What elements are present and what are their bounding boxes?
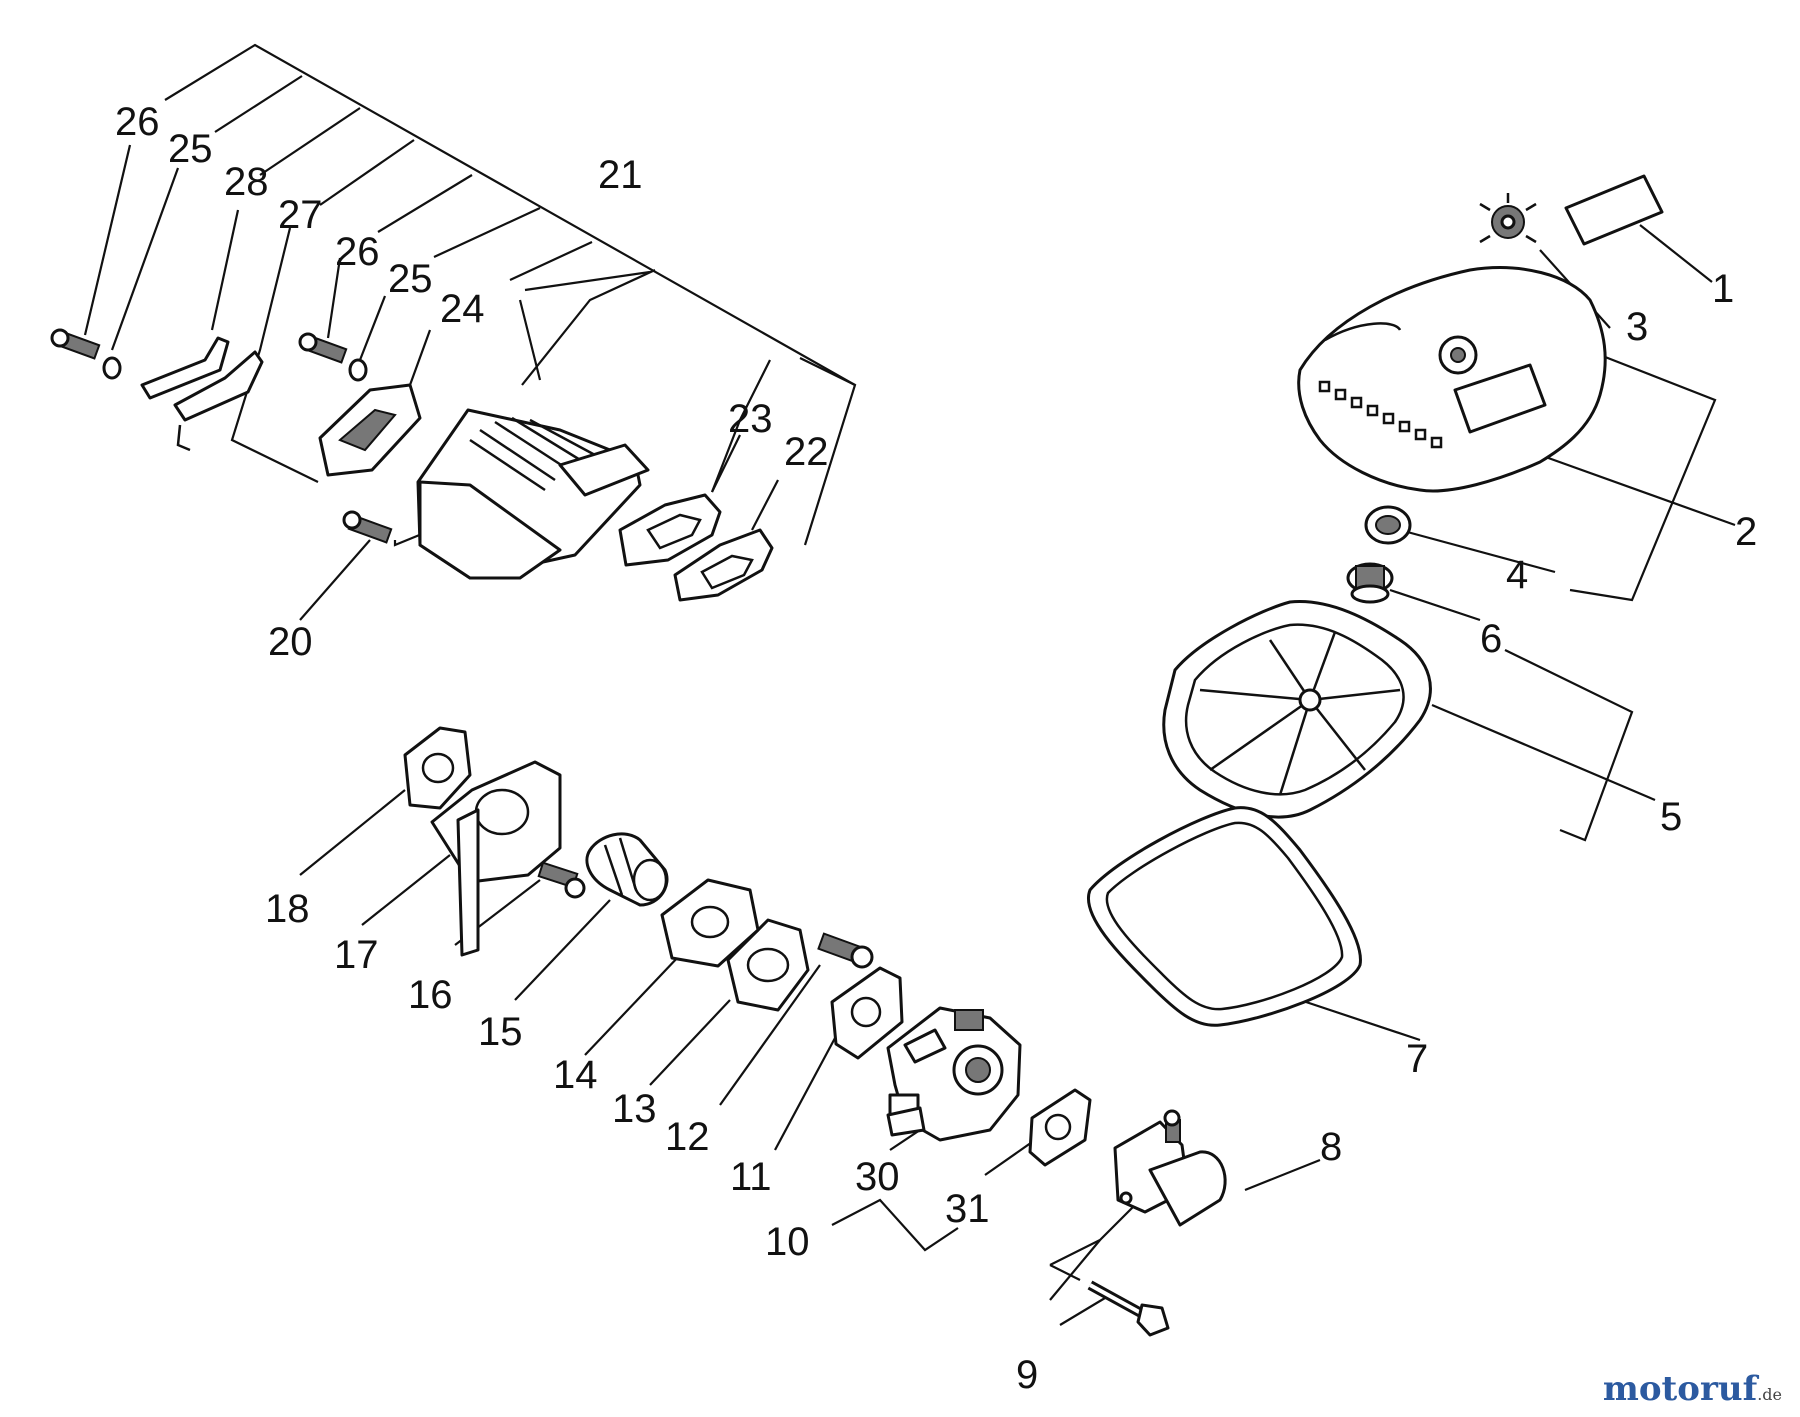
callout-15: 15 [478, 1010, 523, 1054]
grommet-part [1346, 562, 1394, 604]
bolt-20-part [342, 510, 393, 544]
callout-20: 20 [268, 620, 313, 664]
screw-16-part [537, 861, 586, 899]
adapter-part [430, 760, 562, 957]
gasket-14-part [660, 878, 760, 968]
callout-25a: 25 [168, 127, 213, 171]
knob-part [1479, 193, 1537, 244]
gasket-23-part [618, 493, 722, 567]
gasket-11-part [830, 966, 904, 1060]
callout-17: 17 [334, 933, 379, 977]
callout-26a: 26 [115, 100, 160, 144]
callout-1: 1 [1712, 267, 1734, 311]
callout-18: 18 [265, 887, 310, 931]
gasket-22-part [673, 528, 774, 602]
air-filter-cover-part [1297, 266, 1607, 493]
callout-numbers: 1 2 3 4 5 6 7 8 9 10 11 12 13 14 15 16 1… [115, 100, 1757, 1397]
watermark-tld: .de [1757, 1385, 1782, 1404]
air-filter-part [1162, 600, 1432, 819]
callout-28: 28 [224, 160, 269, 204]
callout-3: 3 [1626, 305, 1648, 349]
callout-27: 27 [278, 193, 323, 237]
carb-gasket-part [1028, 1088, 1092, 1167]
callout-2: 2 [1735, 510, 1757, 554]
clip-part [1364, 505, 1412, 545]
washer-25-part [102, 356, 368, 382]
intake-boot-part [585, 832, 669, 907]
bolt-part [1087, 1280, 1170, 1337]
muffler-part [416, 408, 650, 580]
bolt-26-part [50, 328, 348, 364]
callout-14: 14 [553, 1053, 598, 1097]
screw-12-part [817, 932, 874, 969]
callout-25b: 25 [388, 257, 433, 301]
callout-6: 6 [1480, 617, 1502, 661]
callout-11: 11 [730, 1155, 772, 1199]
callout-9: 9 [1016, 1353, 1038, 1397]
gasket-18-part [403, 726, 472, 810]
intake-elbow-part [1113, 1109, 1227, 1227]
callout-23: 23 [728, 397, 773, 441]
callout-24: 24 [440, 287, 485, 331]
spark-arrestor-part [318, 383, 422, 477]
callout-26b: 26 [335, 230, 380, 274]
callout-30: 30 [855, 1155, 900, 1199]
callout-7: 7 [1406, 1037, 1428, 1081]
callout-5: 5 [1660, 795, 1682, 839]
callout-13: 13 [612, 1087, 657, 1131]
callout-4: 4 [1506, 553, 1528, 597]
callout-10: 10 [765, 1220, 810, 1264]
watermark-logo: motoruf.de [1603, 1369, 1782, 1409]
plate-28-part [140, 336, 230, 400]
callout-31: 31 [945, 1187, 990, 1231]
decal-part [1564, 174, 1664, 246]
carburetor-part [886, 1006, 1022, 1142]
callout-22: 22 [784, 430, 829, 474]
insulator-part [726, 918, 810, 1012]
callout-16: 16 [408, 973, 453, 1017]
filter-gasket-part [1087, 806, 1362, 1027]
watermark-text: motoruf [1602, 1369, 1758, 1409]
callout-12: 12 [665, 1115, 710, 1159]
callout-8: 8 [1320, 1125, 1342, 1169]
bracket-27-part [173, 350, 264, 452]
callout-21: 21 [598, 153, 643, 197]
